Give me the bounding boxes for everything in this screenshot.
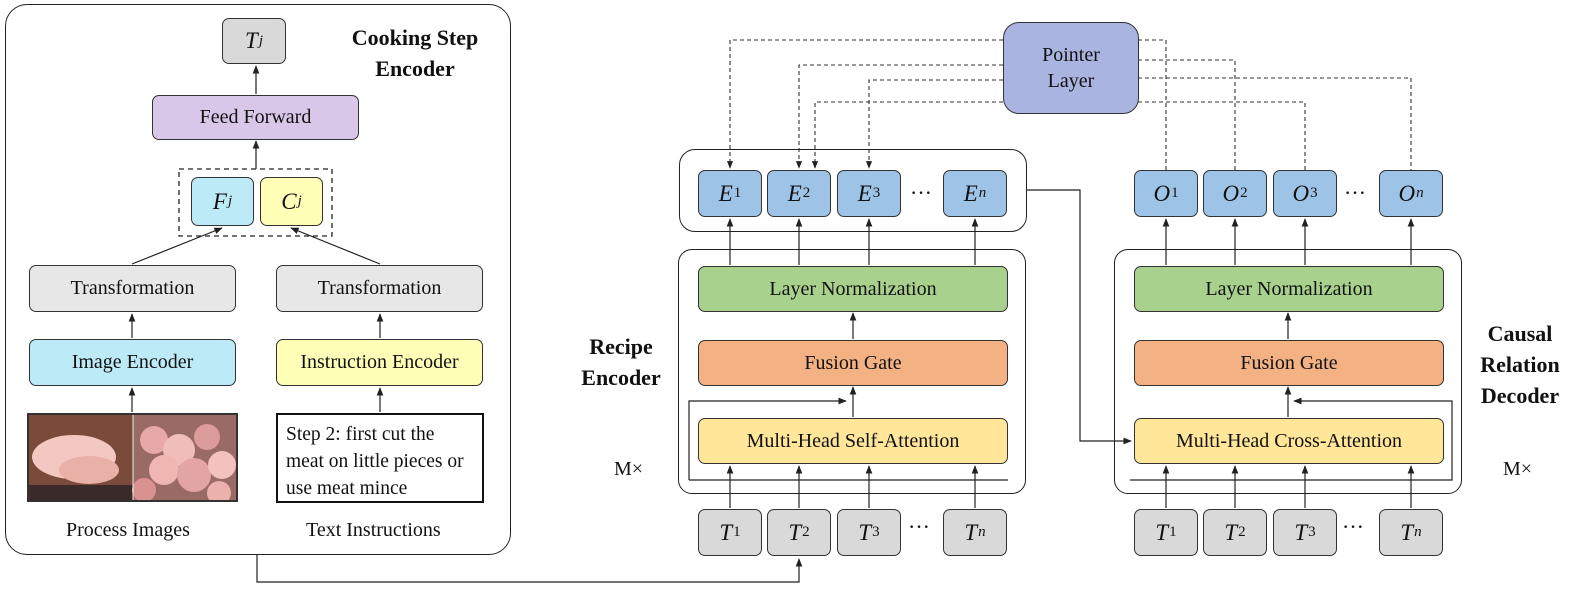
- meat-photo-illustration: [29, 415, 236, 500]
- decoder-repeat-label: M×: [1503, 458, 1533, 480]
- causal-decoder-block: [1114, 249, 1462, 494]
- title-line-1: Cooking Step: [351, 25, 479, 50]
- cooking-step-encoder-panel: [5, 4, 511, 555]
- recipe-encoder-title: Recipe Encoder: [575, 331, 667, 393]
- cooking-encoder-arrows: [128, 65, 384, 412]
- decoder-output-ellipsis: ···: [1344, 180, 1366, 205]
- encoder-output-ellipsis: ···: [910, 180, 932, 205]
- process-image: [27, 413, 238, 502]
- image-encoder-box: Image Encoder: [29, 339, 236, 386]
- decoder-title-line-3: Decoder: [1480, 383, 1560, 408]
- feed-forward-box: Feed Forward: [152, 95, 359, 140]
- decoder-arrows: [1026, 189, 1453, 508]
- decoder-input-ellipsis: ···: [1342, 514, 1364, 539]
- recipe-repeat-label: M×: [614, 458, 644, 480]
- decoder-title-line-1: Causal: [1487, 321, 1553, 346]
- fusion-pair-group: [178, 168, 333, 237]
- recipe-self-attention: Multi-Head Self-Attention: [698, 418, 1008, 464]
- pointer-line-2: Layer: [1047, 70, 1095, 92]
- causal-decoder-title: Causal Relation Decoder: [1470, 318, 1570, 411]
- recipe-fusion-gate: Fusion Gate: [698, 340, 1008, 386]
- recipe-encoder-arrows: [688, 218, 1008, 508]
- cooking-step-encoder-title: Cooking Step Encoder: [335, 22, 495, 84]
- transformation-left: Transformation: [29, 265, 236, 312]
- step-instruction-text: Step 2: first cut the meat on little pie…: [276, 413, 484, 503]
- pointer-line-1: Pointer: [1042, 44, 1100, 66]
- pointer-dashed-lines: [726, 39, 1412, 170]
- step-to-recipe-arrow: [256, 555, 803, 583]
- encoder-input-ellipsis: ···: [908, 514, 930, 539]
- decoder-title-line-2: Relation: [1480, 352, 1560, 377]
- decoder-layer-norm: Layer Normalization: [1134, 266, 1444, 312]
- recipe-title-line-2: Encoder: [581, 365, 661, 390]
- decoder-cross-attention: Multi-Head Cross-Attention: [1134, 418, 1444, 464]
- decoder-fusion-gate: Fusion Gate: [1134, 340, 1444, 386]
- encoder-output-group: [679, 149, 1027, 232]
- process-images-caption: Process Images: [66, 519, 190, 541]
- title-line-2: Encoder: [375, 56, 455, 81]
- transformation-right: Transformation: [276, 265, 483, 312]
- recipe-layer-norm: Layer Normalization: [698, 266, 1008, 312]
- pointer-layer-box: Pointer Layer: [1003, 22, 1139, 114]
- recipe-encoder-block: [678, 249, 1026, 494]
- text-instructions-caption: Text Instructions: [306, 519, 441, 541]
- recipe-title-line-1: Recipe: [589, 334, 653, 359]
- instruction-encoder-box: Instruction Encoder: [276, 339, 483, 386]
